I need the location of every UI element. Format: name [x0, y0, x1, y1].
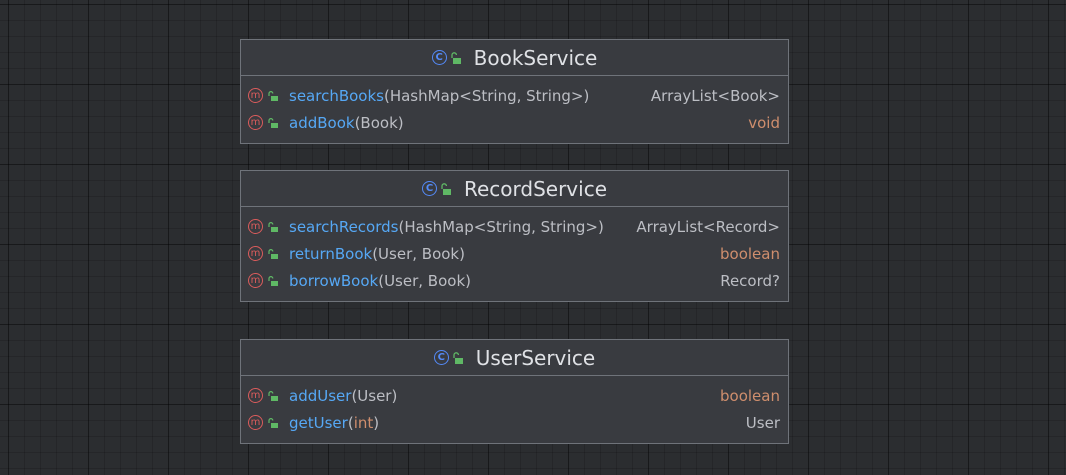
class-header: C RecordService	[241, 171, 788, 207]
class-box-recordservice[interactable]: C RecordService m searchRecords (HashMap…	[240, 170, 789, 302]
method-params: (User)	[351, 386, 398, 405]
method-name: searchRecords	[289, 217, 399, 236]
unlocked-icon	[453, 351, 463, 364]
return-type: ArrayList<Record>	[636, 217, 780, 236]
method-m-icon: m	[248, 388, 263, 403]
return-type: User	[745, 413, 780, 432]
method-row-borrowbook[interactable]: m borrowBook (User, Book) Record?	[241, 267, 788, 294]
method-row-searchrecords[interactable]: m searchRecords (HashMap<String, String>…	[241, 213, 788, 240]
class-header: C UserService	[241, 340, 788, 376]
method-params: (HashMap<String, String>)	[383, 86, 590, 105]
method-params: (Book)	[354, 113, 404, 132]
unlocked-icon	[268, 248, 278, 259]
method-params-type: int	[353, 413, 374, 432]
return-type: ArrayList<Book>	[650, 86, 780, 105]
unlocked-icon	[268, 117, 278, 128]
class-c-icon: C	[431, 50, 447, 65]
return-type: Record?	[720, 271, 780, 290]
class-header: C BookService	[241, 40, 788, 76]
unlocked-icon	[268, 221, 278, 232]
method-m-icon: m	[248, 219, 263, 234]
method-params: (HashMap<String, String>)	[398, 217, 604, 236]
class-name: UserService	[475, 345, 596, 370]
return-type: void	[748, 113, 780, 132]
method-name: getUser	[289, 413, 348, 432]
method-row-searchbooks[interactable]: m searchBooks (HashMap<String, String>) …	[241, 82, 788, 109]
class-box-bookservice[interactable]: C BookService m searchBooks (HashMap<Str…	[240, 39, 789, 144]
class-c-icon: C	[421, 181, 437, 196]
method-row-returnbook[interactable]: m returnBook (User, Book) boolean	[241, 240, 788, 267]
method-name: addBook	[289, 113, 355, 132]
method-list: m searchRecords (HashMap<String, String>…	[241, 207, 788, 294]
return-type: boolean	[720, 386, 780, 405]
method-name: borrowBook	[289, 271, 379, 290]
unlocked-icon	[450, 51, 461, 64]
unlocked-icon	[268, 417, 278, 428]
method-m-icon: m	[248, 415, 263, 430]
method-params: (User, Book)	[378, 271, 471, 290]
method-m-icon: m	[248, 88, 263, 103]
unlocked-icon	[268, 90, 278, 101]
unlocked-icon	[268, 390, 278, 401]
return-type: boolean	[720, 244, 780, 263]
method-name: returnBook	[289, 244, 373, 263]
class-name: BookService	[473, 45, 598, 70]
unlocked-icon	[268, 275, 278, 286]
method-list: m addUser (User) boolean m getUser (int)…	[241, 376, 788, 436]
unlocked-icon	[441, 182, 451, 195]
class-c-icon: C	[433, 350, 449, 365]
method-row-adduser[interactable]: m addUser (User) boolean	[241, 382, 788, 409]
class-box-userservice[interactable]: C UserService m addUser (User) boolean m…	[240, 339, 789, 444]
method-name: addUser	[289, 386, 352, 405]
method-list: m searchBooks (HashMap<String, String>) …	[241, 76, 788, 136]
method-m-icon: m	[248, 246, 263, 261]
method-row-addbook[interactable]: m addBook (Book) void	[241, 109, 788, 136]
method-params-close: )	[373, 413, 380, 432]
class-name: RecordService	[463, 176, 608, 201]
method-row-getuser[interactable]: m getUser (int) User	[241, 409, 788, 436]
method-name: searchBooks	[289, 86, 384, 105]
method-m-icon: m	[248, 273, 263, 288]
method-m-icon: m	[248, 115, 263, 130]
method-params: (User, Book)	[372, 244, 465, 263]
method-params-open: (	[347, 413, 354, 432]
